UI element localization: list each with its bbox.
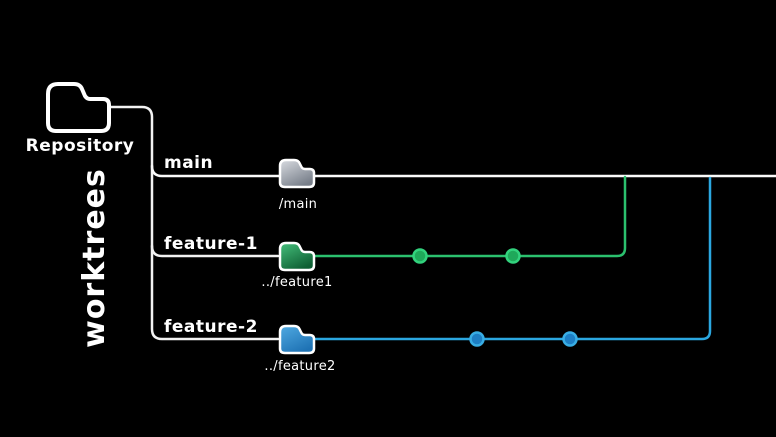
repository-label: Repository — [26, 136, 135, 156]
feature-2-folder-group — [278, 324, 316, 355]
tree-trunk-line — [108, 105, 280, 341]
commit-dot-blue-1 — [469, 331, 485, 347]
main-folder-icon — [278, 158, 316, 189]
worktrees-label: worktrees — [77, 168, 112, 348]
commit-dot-blue-2 — [562, 331, 578, 347]
repository-folder-icon — [46, 82, 111, 133]
main-folder-group — [278, 158, 316, 189]
feature-2-commits — [469, 331, 578, 347]
feature-1-folder-icon — [278, 241, 316, 272]
feature-1-folder-group — [278, 241, 316, 272]
feature-2-path-label: ../feature2 — [264, 359, 335, 374]
feature-2-folder-icon — [278, 324, 316, 355]
feature-1-path-label: ../feature1 — [261, 275, 332, 290]
feature-2-branch-line — [312, 176, 712, 341]
main-path-label: /main — [279, 197, 317, 212]
branch-label-feature-1: feature-1 — [164, 234, 258, 254]
feature-1-branch-line — [312, 175, 627, 258]
branch-label-feature-2: feature-2 — [164, 317, 258, 337]
main-branch-line — [150, 164, 776, 178]
feature-1-commits — [412, 248, 521, 264]
commit-dot-green-1 — [412, 248, 428, 264]
feature-1-connector-line — [150, 244, 280, 258]
commit-dot-green-2 — [505, 248, 521, 264]
branch-label-main: main — [164, 153, 213, 173]
